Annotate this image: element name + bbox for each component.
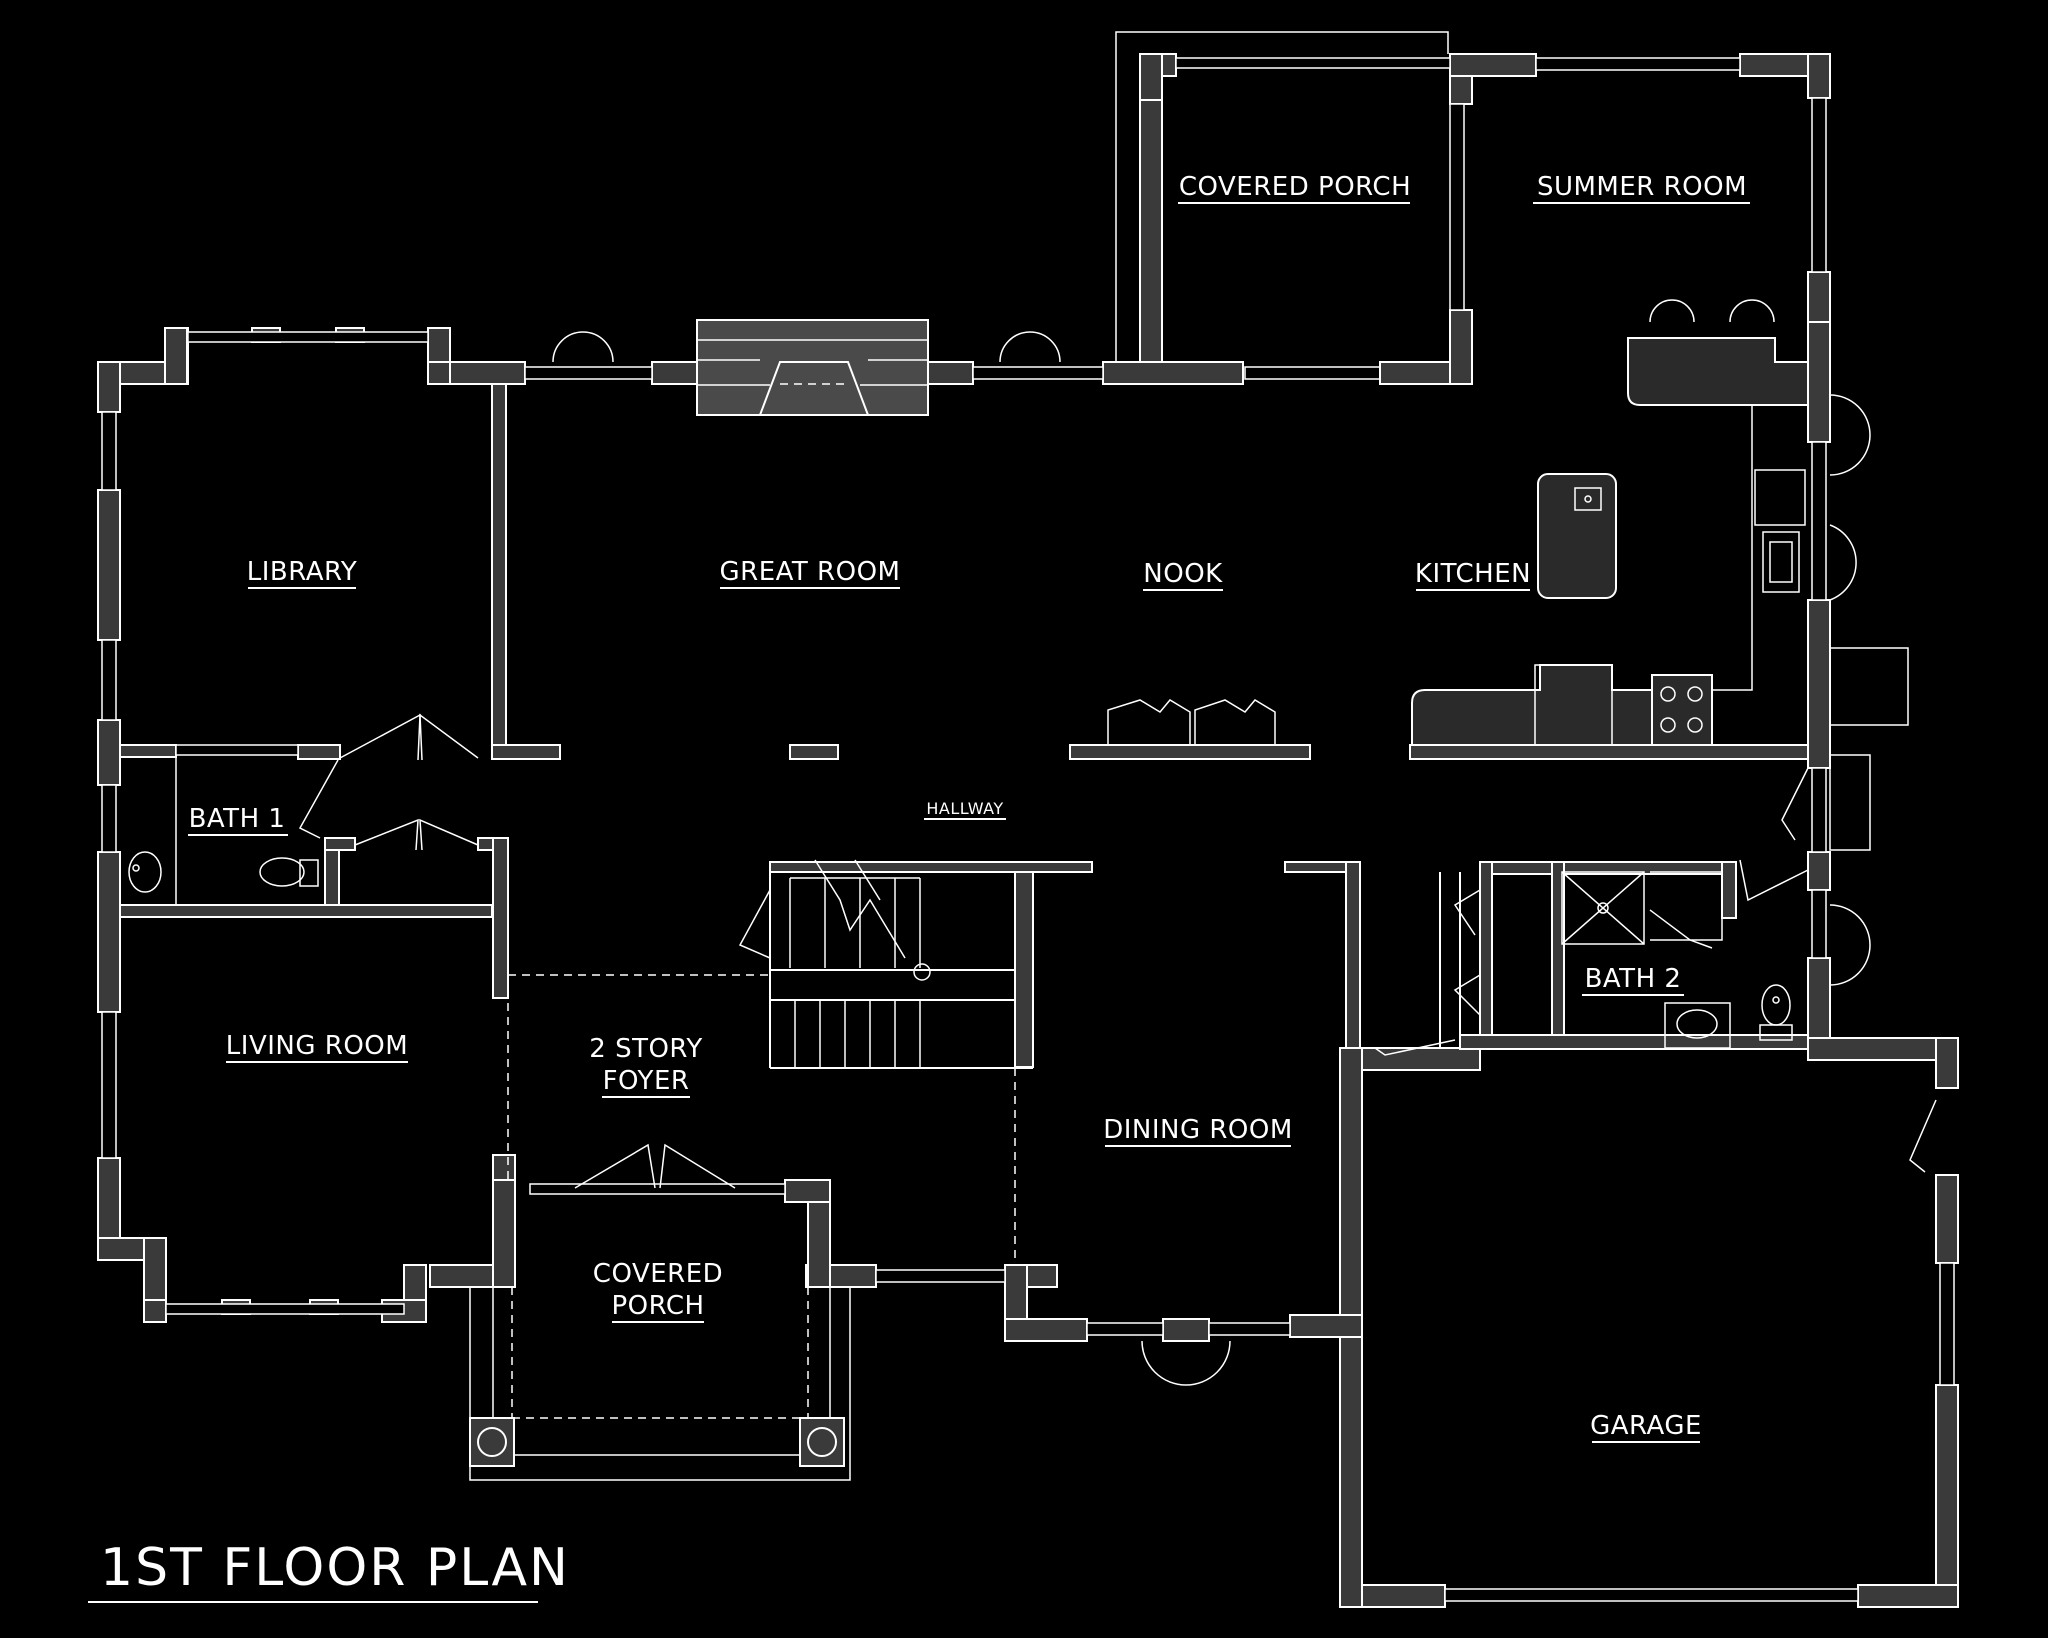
door-swings bbox=[298, 299, 1937, 1386]
plan-title-group: 1ST FLOOR PLAN bbox=[88, 1538, 570, 1603]
label-covered-porch-front-line1: COVERED bbox=[593, 1259, 723, 1289]
fireplace bbox=[696, 319, 929, 416]
label-covered-porch-top: COVERED PORCH bbox=[1179, 172, 1411, 202]
label-great-room: GREAT ROOM bbox=[720, 557, 901, 587]
label-covered-porch-front-line2: PORCH bbox=[611, 1291, 704, 1321]
stairs bbox=[794, 878, 921, 1068]
label-bath-2: BATH 2 bbox=[1585, 964, 1682, 994]
label-dining-room: DINING ROOM bbox=[1103, 1115, 1293, 1145]
label-foyer-line2: FOYER bbox=[603, 1066, 690, 1096]
bath-fixtures bbox=[128, 851, 1793, 1049]
label-living-room: LIVING ROOM bbox=[226, 1031, 408, 1061]
walls bbox=[97, 53, 1959, 1608]
windows bbox=[101, 57, 1955, 1602]
kitchen-fixtures bbox=[1411, 337, 1909, 851]
label-foyer-line1: 2 STORY bbox=[589, 1034, 702, 1064]
label-summer-room: SUMMER ROOM bbox=[1537, 172, 1747, 202]
label-hallway: HALLWAY bbox=[926, 799, 1003, 818]
label-nook: NOOK bbox=[1143, 559, 1223, 589]
label-kitchen: KITCHEN bbox=[1415, 559, 1531, 589]
nook-fixtures bbox=[789, 699, 1311, 760]
room-labels: COVERED PORCH SUMMER ROOM LIBRARY GREAT … bbox=[188, 172, 1750, 1443]
label-bath-1: BATH 1 bbox=[189, 804, 286, 834]
label-library: LIBRARY bbox=[247, 557, 358, 587]
plan-title: 1ST FLOOR PLAN bbox=[100, 1538, 570, 1598]
interior-lines bbox=[119, 31, 1809, 1481]
label-garage: GARAGE bbox=[1590, 1411, 1702, 1441]
